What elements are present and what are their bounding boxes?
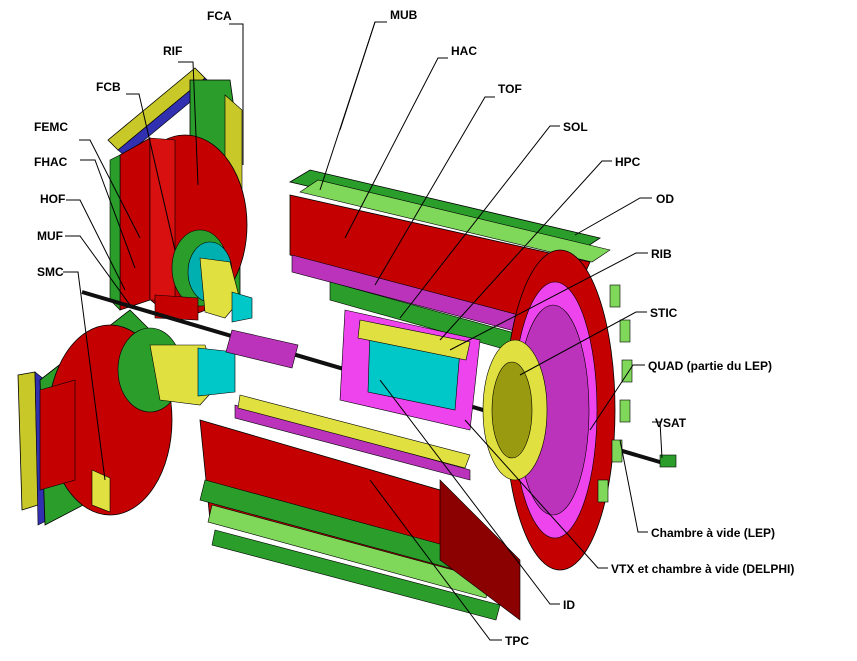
label-rif: RIF (163, 44, 182, 58)
barrel-lower (199, 394, 521, 621)
label-hac: HAC (451, 44, 477, 58)
label-tof: TOF (498, 82, 522, 96)
label-od: OD (656, 192, 674, 206)
barrel-lower-bottom-strip (439, 479, 521, 621)
label-hof: HOF (40, 192, 65, 206)
label-muf: MUF (37, 229, 63, 243)
label-rib: RIB (651, 247, 672, 261)
label-chambre-lep: Chambre à vide (LEP) (651, 526, 775, 540)
barrel-upper (288, 169, 611, 431)
label-stic: STIC (650, 306, 678, 320)
label-femc: FEMC (34, 120, 68, 134)
labels: FCA MUB RIF HAC FCB TOF FEMC SOL FHAC HP… (34, 8, 794, 648)
quad-magnet-left (225, 329, 299, 369)
label-vsat: VSAT (655, 416, 687, 430)
lower-muon-plate (17, 371, 39, 511)
endcap-assembly (107, 67, 253, 323)
label-vtx: VTX et chambre à vide (DELPHI) (611, 562, 794, 576)
label-fca: FCA (207, 9, 232, 23)
lower-endcap-assembly (17, 309, 236, 526)
label-quad: QUAD (partie du LEP) (648, 359, 772, 373)
label-mub: MUB (390, 8, 418, 22)
label-smc: SMC (37, 265, 64, 279)
barrel-right-end (482, 249, 633, 571)
label-fcb: FCB (96, 80, 121, 94)
forward-hadron-slab (119, 137, 151, 311)
leader-lines (63, 21, 663, 641)
label-hpc: HPC (615, 155, 641, 169)
label-tpc: TPC (505, 634, 529, 648)
label-id: ID (563, 598, 575, 612)
label-fhac: FHAC (34, 155, 68, 169)
label-sol: SOL (563, 120, 588, 134)
